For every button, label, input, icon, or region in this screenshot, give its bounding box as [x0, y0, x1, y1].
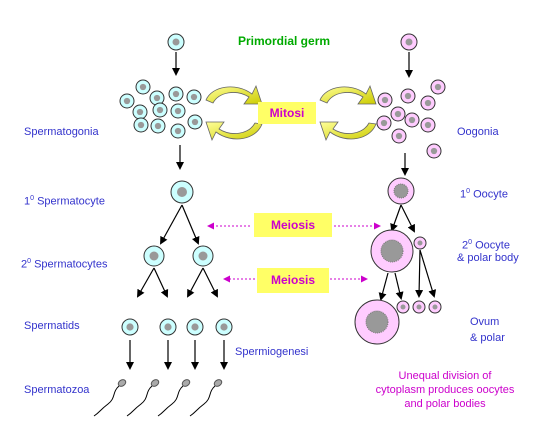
- spermatid-cell: [215, 318, 233, 336]
- oogonium-cell: [400, 88, 416, 104]
- first-polar-body: [413, 236, 427, 250]
- spermatogonium-cell: [132, 104, 148, 120]
- label-ovum-line2: & polar: [470, 332, 505, 344]
- arrow-female-4b: [394, 272, 404, 300]
- spermatogonium-cell: [186, 89, 202, 105]
- spermatozoon: [189, 379, 223, 417]
- mitosis-box: Mitosi: [258, 102, 316, 124]
- label-spermatids: Spermatids: [24, 320, 80, 332]
- spermatogonium-cell: [152, 102, 168, 118]
- secondary-oocyte: [370, 229, 414, 273]
- spermatozoon: [157, 379, 191, 417]
- oogonium-cell: [426, 143, 442, 159]
- spermatozoon: [126, 379, 160, 417]
- oogonium-cell: [377, 92, 393, 108]
- unequal-division-note: Unequal division of cytoplasm produces o…: [360, 369, 530, 411]
- ovum: [354, 299, 400, 345]
- oogonium-cell: [430, 79, 446, 95]
- label-secondary-oocyte-line2: & polar body: [457, 252, 519, 264]
- arrow-male-4b: [153, 267, 169, 298]
- spermatozoa: [93, 379, 223, 417]
- arrow-male-4d: [202, 267, 218, 298]
- mitosis-cycle-arrows-right: [319, 84, 377, 142]
- polar-body-1: [396, 300, 410, 314]
- oogonium-cell: [404, 112, 420, 128]
- spermatogonium-cell: [170, 123, 186, 139]
- spermatogonium-cell: [150, 118, 166, 134]
- spermatogonium-cell: [168, 86, 184, 102]
- spermatogonium-cell: [133, 117, 149, 133]
- note-line-2: cytoplasm produces oocytes: [375, 384, 515, 396]
- polar-body-2: [412, 300, 426, 314]
- primary-oocyte: [387, 177, 415, 205]
- label-spermatozoa: Spermatozoa: [24, 384, 90, 396]
- oogonium-cell: [391, 128, 407, 144]
- oogonium-cell: [376, 115, 392, 131]
- spermatogonium-cell: [119, 93, 135, 109]
- label-spermatogonia: Spermatogonia: [24, 126, 99, 138]
- arrow-female-3a: [390, 204, 402, 232]
- label-ovum: Ovum: [470, 316, 500, 328]
- secondary-spermatocyte-right: [192, 245, 214, 267]
- arrow-male-3a: [160, 204, 183, 245]
- arrow-male-4c: [187, 267, 204, 298]
- label-primary-spermatocyte: 10 Spermatocyte: [24, 195, 105, 208]
- spermatids: [121, 318, 233, 370]
- spermatid-cell: [186, 318, 204, 336]
- label-primary-oocyte: 10 Oocyte: [460, 188, 508, 201]
- female-primordial-cell: [400, 33, 418, 51]
- label-oogonia: Oogonia: [457, 126, 499, 138]
- spermatid-cell: [121, 318, 139, 336]
- oogonium-cell: [420, 117, 436, 133]
- spermatozoon: [93, 379, 127, 417]
- arrow-female-4a: [378, 272, 389, 301]
- arrow-female-3b: [400, 204, 415, 233]
- label-secondary-oocyte: 20 Oocyte: [462, 239, 510, 252]
- secondary-spermatocyte-left: [143, 245, 165, 267]
- meiosis-box-2: Meiosis: [257, 268, 329, 293]
- oogonia-cluster: [376, 79, 446, 159]
- arrow-male-3b: [181, 204, 200, 245]
- spermatogonia-cluster: [119, 79, 203, 139]
- mitosis-cycle-arrows-left: [205, 84, 263, 142]
- primary-spermatocyte: [170, 180, 194, 204]
- oogonium-cell: [390, 106, 406, 122]
- spermatogonium-cell: [187, 114, 203, 130]
- note-line-1: Unequal division of: [398, 370, 492, 382]
- polar-body-3: [428, 300, 442, 314]
- arrow-male-4a: [137, 267, 155, 298]
- spermatogonium-cell: [170, 103, 186, 119]
- spermatogonium-cell: [135, 79, 151, 95]
- note-line-3: and polar bodies: [404, 398, 486, 410]
- male-primordial-cell: [167, 33, 185, 51]
- meiosis-box-1: Meiosis: [254, 213, 332, 237]
- spermatid-cell: [159, 318, 177, 336]
- label-secondary-spermatocytes: 20 Spermatocytes: [21, 258, 108, 271]
- oogonium-cell: [420, 95, 436, 111]
- label-spermiogenesis: Spermiogenesi: [235, 346, 309, 358]
- arrow-female-4c: [415, 249, 424, 298]
- diagram-title: Primordial germ: [238, 34, 331, 48]
- arrow-female-4d: [419, 249, 437, 298]
